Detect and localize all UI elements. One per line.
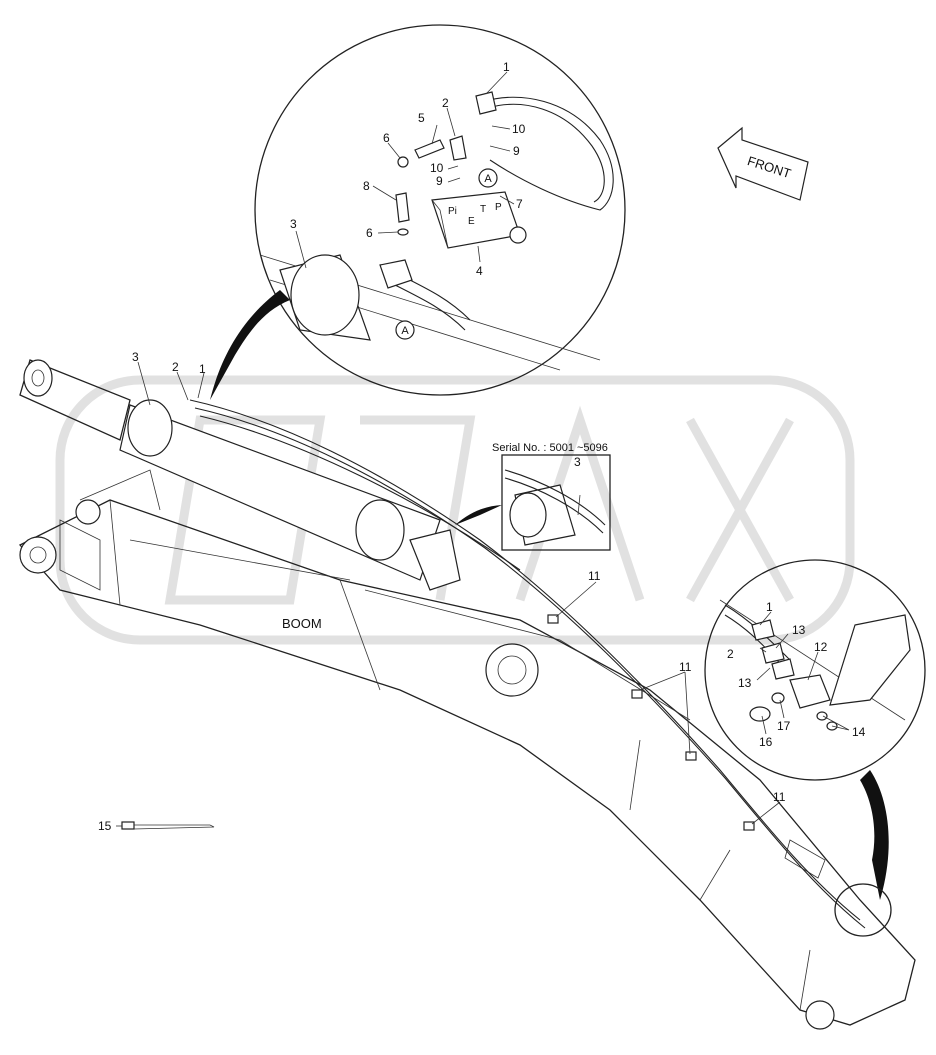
callout-2-fitting: 2 [727,647,734,661]
clamp-11-a [547,614,559,624]
callout-1-main: 1 [199,362,206,376]
serial-number-label: Serial No. : 5001 ~5096 [492,442,608,454]
boom-body [18,469,916,1030]
callout-2-main: 2 [172,360,179,374]
callout-13-bottom: 13 [738,676,752,690]
detail-fitting-circle [704,559,926,937]
callout-1-top: 1 [503,60,510,74]
callout-1-fitting: 1 [766,600,773,614]
detail-valve-circle: A A Pi T E P [210,24,626,400]
callout-11-b: 11 [679,660,692,674]
callout-leaders [116,71,850,827]
marker-a-lower-label: A [401,325,409,337]
callout-6-bottom: 6 [366,226,373,240]
callout-14: 14 [852,725,866,739]
clamp-11-d [743,821,755,831]
callout-4: 4 [476,264,483,278]
callout-16: 16 [759,735,773,749]
port-pi: Pi [448,206,457,217]
boom-center-boss [485,643,539,697]
watermark-logo [55,375,855,645]
callout-17: 17 [777,719,791,733]
arm-cylinder [19,359,461,591]
inset-pointer [455,505,502,525]
cable-tie [121,821,215,830]
marker-a-upper-label: A [484,173,492,185]
callout-12: 12 [814,640,828,654]
hose-clamps [547,614,755,831]
callout-6-top: 6 [383,131,390,145]
callout-8: 8 [363,179,370,193]
detail-pointer-arrow [210,290,290,400]
boom-foot-pin-rear [75,499,101,525]
serial-inset: Serial No. : 5001 ~5096 [455,442,611,551]
fitting-pointer-arrow [860,770,889,900]
callout-9-right: 9 [513,144,520,158]
boom-foot-pin [19,536,57,574]
callout-2-top: 2 [442,96,449,110]
boom-label: BOOM [282,616,322,631]
clamp-11-b [631,689,643,699]
callout-11-a: 11 [588,569,601,583]
boom-tip-pin [805,1000,835,1030]
marker-a-lower [395,320,415,340]
callout-13-top: 13 [792,623,806,637]
callout-11-c: 11 [773,790,786,804]
marker-a-upper [478,168,498,188]
port-t: T [480,204,486,215]
port-p: P [495,202,502,213]
valve-block [431,191,521,249]
clamp-block [784,839,826,879]
callout-10-right: 10 [512,122,526,136]
port-e: E [468,216,475,227]
callout-15: 15 [98,819,112,833]
callout-10-left: 10 [430,161,444,175]
callout-7: 7 [516,197,523,211]
callout-3-main: 3 [132,350,139,364]
clamp-11-c [685,751,697,761]
callouts: 1 2 10 9 5 6 10 9 8 6 7 3 4 3 2 1 3 11 1… [98,60,866,833]
callout-5: 5 [418,111,425,125]
callout-3-inset: 3 [574,455,581,469]
callout-3-detail: 3 [290,217,297,231]
callout-9-left: 9 [436,174,443,188]
hose-lines [189,399,866,929]
front-direction-arrow: FRONT [717,126,809,201]
